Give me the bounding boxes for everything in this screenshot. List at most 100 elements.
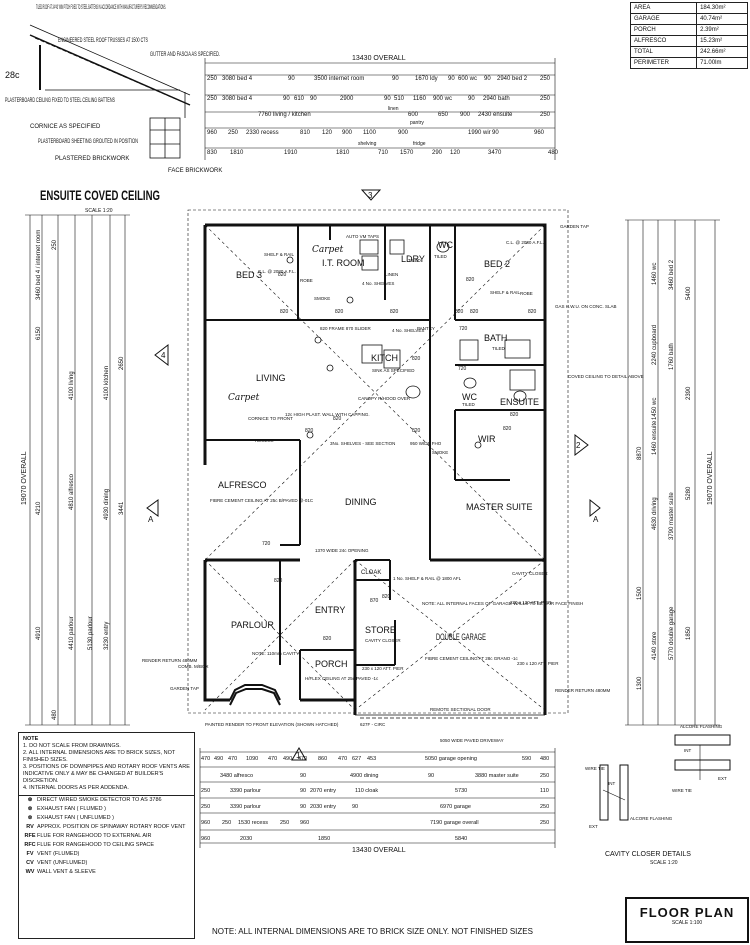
- door-label: 820: [503, 426, 512, 432]
- door-label: 820: [470, 309, 479, 315]
- note-painted-render: PAINTED RENDER TO FRONT ELEVATION (SHOWN…: [205, 722, 339, 727]
- legend-item-text: VENT (UNFLUMED): [37, 860, 88, 866]
- room-entry: ENTRY: [315, 605, 345, 615]
- door-label: 720: [262, 541, 271, 547]
- legend-item-text: VENT (FLUMED): [37, 851, 80, 857]
- dim: 900: [342, 130, 353, 136]
- bottom-row-4: 250 3390 parlour 90 2030 entry 90 6970 g…: [201, 804, 549, 810]
- dim: 250: [540, 804, 549, 810]
- legend-note: 2. ALL INTERNAL DIMENSIONS ARE TO BRICK …: [23, 750, 176, 763]
- area-value: 71.00lm: [696, 57, 748, 69]
- dim: 3230 entry: [104, 622, 110, 650]
- door-label: 820: [335, 309, 344, 315]
- cavity-label: EXT: [718, 776, 727, 781]
- dim: 900: [460, 112, 471, 118]
- dim: 1810: [336, 150, 350, 156]
- dim: 470: [268, 756, 277, 762]
- carpet-living: Carpet: [228, 393, 260, 403]
- dim: 7190 garage overall: [430, 820, 479, 826]
- dim: 710: [378, 150, 389, 156]
- dim: 2240 cupboard: [652, 325, 658, 365]
- dim: 1460 wc: [652, 263, 658, 285]
- room-garage-1: DOUBLE GARAGE: [436, 632, 486, 642]
- dim: 90: [283, 96, 290, 102]
- dim: 3390 parlour: [230, 804, 261, 810]
- dim: 1300: [637, 676, 643, 690]
- section-1: 1: [296, 751, 301, 760]
- dim: 3080 bed 4: [222, 76, 253, 82]
- dim: 90: [384, 96, 391, 102]
- right-overall: 19070 OVERALL: [707, 451, 714, 505]
- note-tiled-2: TILED: [492, 346, 506, 351]
- room-wc-top: WC: [438, 240, 453, 250]
- note-robe-1: ROBE: [300, 278, 313, 283]
- area-label: TOTAL: [629, 46, 698, 58]
- door-label: 820: [412, 356, 421, 362]
- top-row-4: 960 250 2330 recess 810 120 900 1100 900…: [207, 130, 545, 136]
- door-label: 820: [455, 309, 464, 315]
- dim: 250: [540, 96, 551, 102]
- note-cavity-closer: CAVITY CLOSER: [512, 571, 548, 576]
- legend-item-text: FLUE FOR RANGEHOOD TO CEILING SPACE: [37, 842, 155, 848]
- dim: 5050 garage opening: [425, 756, 477, 762]
- note-four-shelves-1: 4 No. SHELVES: [362, 281, 394, 286]
- dim: 1910: [284, 150, 298, 156]
- exhaust-fan-unflumed-icon: ⊗: [27, 815, 33, 821]
- legend-item-text: WALL VENT & SLEEVE: [37, 869, 96, 875]
- dim: 250: [540, 76, 551, 82]
- roof-note-brickwork: PLASTERED BRICKWORK: [55, 156, 129, 162]
- note-porch: H/FLEX CEILING AT 25c PAVED -1c: [305, 676, 379, 681]
- note-frame: 820 FRAME 870 SLIDER: [320, 326, 372, 331]
- dim: 2940 bed 2: [497, 76, 528, 82]
- room-ensuite: ENSUITE: [500, 397, 539, 407]
- dim: 90: [300, 788, 306, 794]
- room-bed2: BED 2: [484, 259, 510, 269]
- dim: 470: [201, 756, 210, 762]
- cavity-label: WIRE TIE: [585, 766, 605, 771]
- dim: 3460 bed 2: [669, 259, 675, 290]
- door-label: 820: [280, 309, 289, 315]
- dim: 1810: [230, 150, 244, 156]
- dim: 1570: [400, 150, 414, 156]
- room-kitch: KITCH: [371, 353, 398, 363]
- roof-note-face: FACE BRICKWORK: [168, 168, 222, 174]
- note-shelf-rail-1: SHELF & RAIL: [264, 252, 295, 257]
- dim: 90: [352, 804, 358, 810]
- dim: 2390: [686, 386, 692, 400]
- note-pier-1: 230 x 120 ATT. PIER: [510, 600, 552, 605]
- dim: 250: [222, 820, 231, 826]
- dim: 2900: [340, 96, 354, 102]
- dim: 2070 entry: [310, 788, 336, 794]
- note-gas-hwu: GAS H.W.U. ON CONC. SLAB: [555, 304, 617, 309]
- floor-plan-title: FLOOR PLAN: [639, 905, 735, 920]
- area-label: PERIMETER: [629, 57, 698, 69]
- note-linen: LINEN: [385, 272, 398, 277]
- left-overall: 19070 OVERALL: [21, 451, 28, 505]
- roof-outline: [187, 209, 569, 714]
- room-dining: DINING: [345, 497, 377, 507]
- note-three-shelves: 3No. SHELVES - SEE SECTION: [330, 441, 395, 446]
- dim: 2650: [119, 356, 125, 370]
- section-markers: [146, 189, 601, 761]
- dim: 600 wc: [458, 76, 477, 82]
- dim: 2030 entry: [310, 804, 336, 810]
- section-a-left: A: [148, 515, 154, 524]
- note-sink: SINK AS SPECIFIED: [372, 368, 415, 373]
- dim: 6150: [36, 326, 42, 340]
- note-cavity: NOTE: 110mm CAVITY: [252, 651, 299, 656]
- room-master: MASTER SUITE: [466, 502, 533, 512]
- dim: 3790 master suite: [669, 492, 675, 540]
- area-value: 242.66m²: [696, 46, 748, 58]
- door-label: 820: [323, 636, 332, 642]
- note-pier-2: 230 x 120 ATT. PIER: [362, 666, 404, 671]
- flue-external-icon: RFE: [24, 833, 36, 839]
- wall-vent-icon: WV: [25, 869, 35, 875]
- dim: 2330 recess: [246, 130, 279, 136]
- dim: 90: [392, 76, 399, 82]
- room-bed3: BED 3: [236, 270, 262, 280]
- legend-item: ⊗EXHAUST FAN ( UNFLUMED ): [19, 814, 194, 823]
- floor-plan-title-block: FLOOR PLAN SCALE 1:100: [625, 897, 749, 943]
- area-value: 184.30m²: [696, 2, 748, 14]
